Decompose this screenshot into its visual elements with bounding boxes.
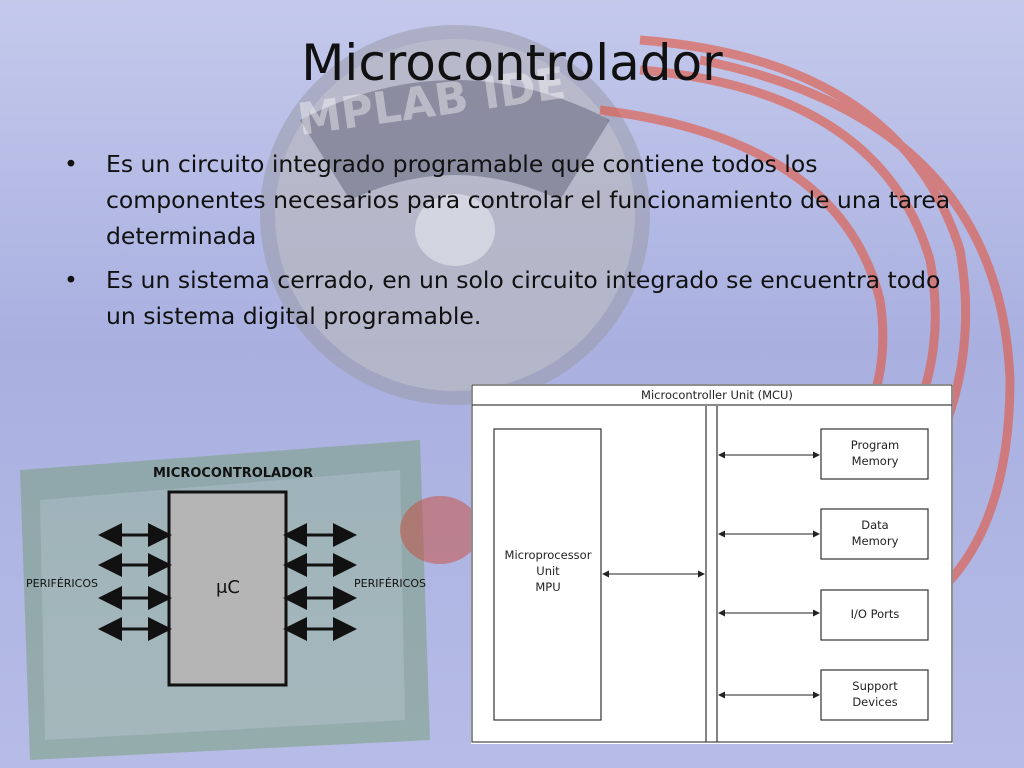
bullet-item: Es un circuito integrado programable que… (64, 146, 969, 254)
right-arrows (283, 523, 357, 641)
slide-title: Microcontrolador (301, 34, 723, 92)
io-ports-block (820, 589, 929, 641)
microcontroller-diagram: MICROCONTROLADOR μC PERIFÉRICOS PERIFÉRI… (26, 466, 426, 687)
support-devices-label: Devices (852, 695, 897, 709)
mcu-block-diagram: Microcontroller Unit (MCU) Microprocesso… (471, 384, 953, 744)
bullet-list: Es un circuito integrado programable que… (64, 146, 969, 342)
program-memory-label: Memory (852, 454, 899, 468)
support-devices-block (820, 669, 929, 721)
left-peripherals-label: PERIFÉRICOS (26, 577, 98, 590)
data-memory-block (820, 508, 929, 560)
io-ports-label: I/O Ports (851, 607, 900, 621)
left-arrows (98, 523, 172, 641)
mpu-block (493, 428, 602, 721)
mcu-title: Microcontroller Unit (MCU) (641, 388, 793, 402)
mpu-label-line: MPU (535, 580, 560, 594)
bullet-item: Es un sistema cerrado, en un solo circui… (64, 262, 969, 334)
data-memory-label: Memory (852, 534, 899, 548)
chip-label: μC (216, 577, 240, 598)
red-plug (400, 496, 480, 564)
left-diagram-title: MICROCONTROLADOR (153, 466, 313, 481)
program-memory-label: Program (851, 438, 900, 452)
program-memory-block (820, 428, 929, 480)
data-memory-label: Data (861, 518, 888, 532)
support-devices-label: Support (852, 679, 898, 693)
mpu-label-line: Microprocessor (505, 548, 592, 562)
right-peripherals-label: PERIFÉRICOS (354, 577, 426, 590)
mpu-label-line: Unit (536, 564, 560, 578)
